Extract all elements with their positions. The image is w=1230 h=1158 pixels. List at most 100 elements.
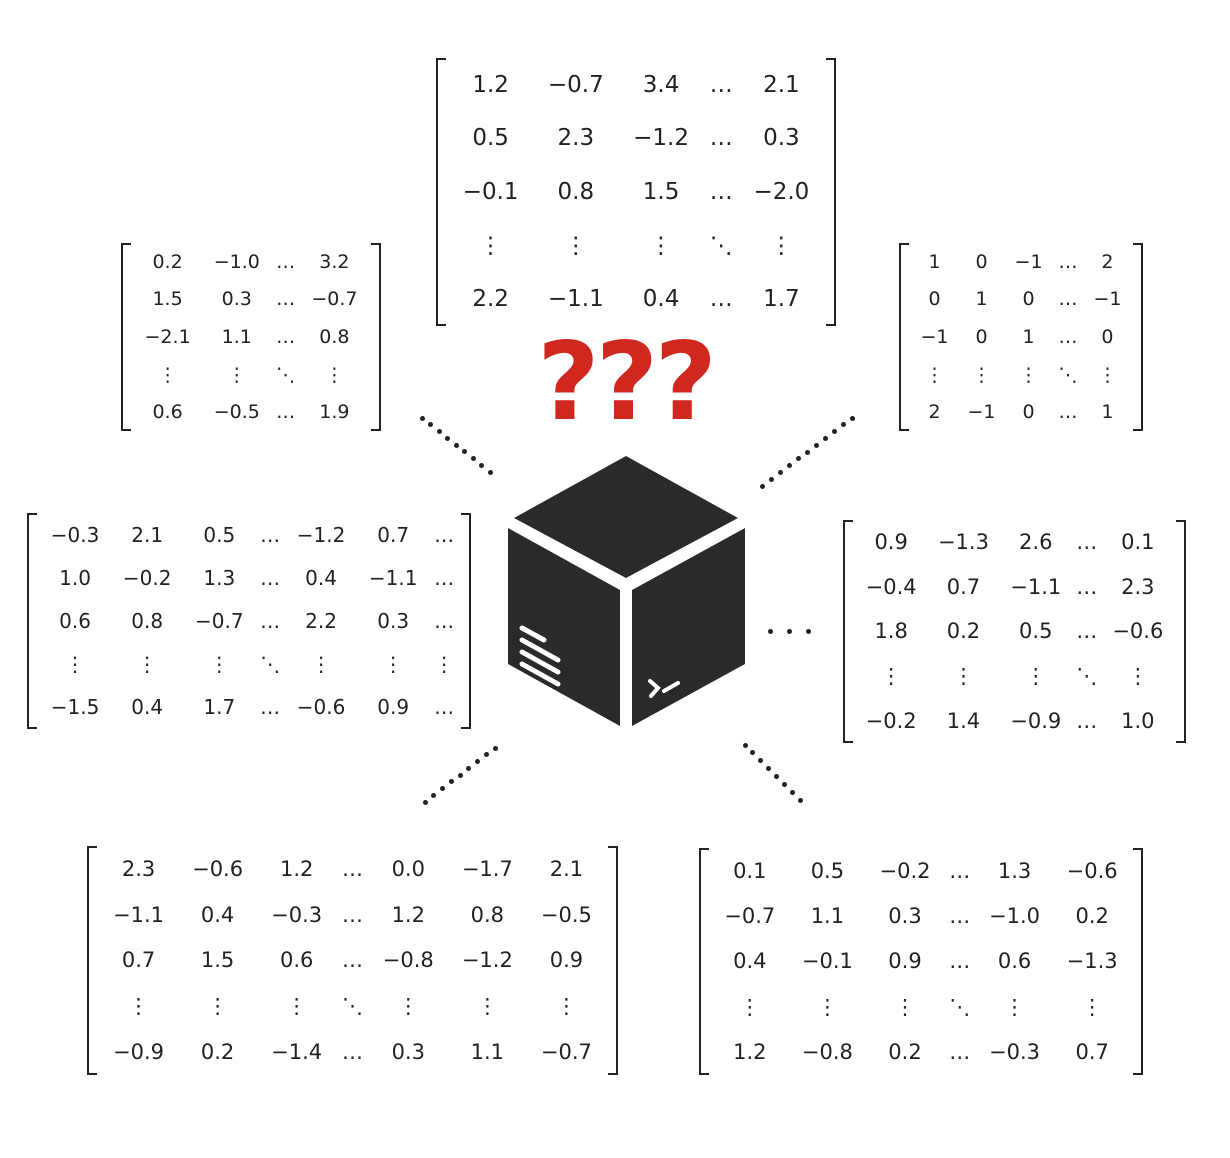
matrix-cell: 1.0 (1121, 708, 1155, 733)
cube-right-face (632, 528, 745, 726)
matrix-cell: 0.1 (733, 858, 767, 883)
matrix-cell: ⋮ (1081, 994, 1103, 1019)
matrix-cell: … (949, 949, 971, 974)
matrix-cell: −0.6 (192, 856, 244, 881)
matrix-cell: −1 (967, 401, 996, 424)
matrix-cell: −1.1 (368, 565, 418, 590)
matrix-cell: 2.3 (121, 856, 156, 881)
matrix-cell: −0.1 (801, 949, 853, 974)
matrix-cell: 2 (928, 401, 941, 424)
matrix-cell: ⋮ (739, 994, 761, 1019)
connector-dot (804, 449, 810, 455)
matrix-cell: 0.8 (470, 902, 505, 927)
matrix-cell: 0.0 (391, 856, 425, 881)
matrix-cell: ⋱ (341, 994, 363, 1019)
connector-dot (431, 792, 437, 798)
matrix-cell: ⋱ (1058, 363, 1078, 386)
matrix-row: ⋮⋮⋮⋱⋮ (911, 356, 1131, 394)
matrix-cell: ⋮ (880, 664, 902, 689)
matrix-cell: 0.7 (1075, 1040, 1109, 1065)
matrix-cell: −0.9 (1010, 708, 1062, 733)
matrix-cell: −1.5 (50, 695, 100, 720)
matrix-cell: 0.4 (131, 695, 164, 720)
matrix-cell: 0.6 (152, 401, 183, 424)
connector-dot (777, 469, 783, 475)
matrix-cell: … (341, 902, 363, 927)
matrix-cell: −1.0 (213, 250, 260, 273)
matrix-cell: ⋮ (952, 664, 974, 689)
matrix-cell: 0.3 (391, 1040, 425, 1065)
matrix-cell: 0.8 (131, 608, 164, 633)
connector-dot (758, 758, 764, 764)
matrix-cell: 0.6 (279, 948, 314, 973)
matrix-cell: −1.3 (937, 530, 989, 555)
matrix-cell: 2 (1101, 250, 1114, 273)
matrix-cell: ⋮ (894, 994, 916, 1019)
matrix-cell: 1.3 (997, 858, 1032, 883)
matrix-cell: ⋮ (925, 363, 944, 386)
question-marks: ??? (537, 320, 717, 445)
matrix-cell: 0.2 (888, 1040, 922, 1065)
matrix-cell: ⋮ (227, 363, 247, 386)
matrix-cell: … (1058, 250, 1078, 273)
matrix-cell: −0.2 (879, 858, 931, 883)
matrix-cell: … (434, 522, 455, 547)
connector-dot (786, 463, 792, 469)
matrix-cell: 1 (928, 250, 941, 273)
black-box-cube-icon (508, 456, 745, 726)
matrix-row: 0.2−1.0…3.2 (133, 243, 369, 281)
matrix-cell: ⋮ (1127, 664, 1149, 689)
matrix-cell: 0.9 (888, 949, 922, 974)
matrix-cell: −0.4 (865, 574, 917, 599)
connector-dot (422, 799, 428, 805)
matrix-cell: 0.7 (121, 948, 156, 973)
matrix-cell: 0.4 (200, 902, 235, 927)
matrix-cell: 2.2 (472, 286, 509, 313)
matrix-cell: … (709, 286, 733, 313)
matrix-cell: 1.0 (59, 565, 91, 590)
connector-dot (849, 415, 855, 421)
matrix-row: ⋮⋮⋱⋮ (133, 356, 369, 394)
matrix-cell: 2.2 (305, 608, 337, 633)
connector-dot (742, 742, 748, 748)
matrix-cell: 3.4 (642, 71, 680, 98)
matrix-cell: −0.3 (271, 902, 323, 927)
connector-dot (750, 750, 756, 756)
matrix-cell: −0.2 (865, 708, 917, 733)
matrix-cell: −1 (920, 325, 949, 348)
matrix-cell: … (260, 565, 281, 590)
matrix-cell: 0.3 (377, 608, 410, 633)
matrix-cell: ⋮ (555, 994, 577, 1019)
matrix-cell: −0.6 (1066, 858, 1118, 883)
matrix-cell: −0.5 (213, 401, 260, 424)
matrix-cell: 0.9 (549, 948, 584, 973)
connector-dot (487, 469, 493, 475)
connector-dot (795, 456, 801, 462)
matrix-cell: 2.1 (763, 71, 800, 98)
matrix-cell: ⋮ (649, 232, 673, 259)
matrix-cell: 0.5 (810, 858, 845, 883)
matrix-cell: ⋮ (65, 652, 86, 677)
matrix-cell: 1.1 (221, 325, 252, 348)
connector-dot (773, 773, 779, 779)
matrix-cell: … (260, 608, 281, 633)
matrix-cell: … (341, 948, 363, 973)
matrix-cell: −1.0 (989, 904, 1041, 929)
connector-dot (448, 779, 454, 785)
matrix-cell: 0.4 (642, 286, 680, 313)
cube-left-face (508, 528, 620, 726)
matrix-cell: ⋮ (476, 994, 498, 1019)
matrix-cell: ⋱ (276, 363, 296, 386)
matrix-cell: 0.5 (203, 522, 236, 547)
